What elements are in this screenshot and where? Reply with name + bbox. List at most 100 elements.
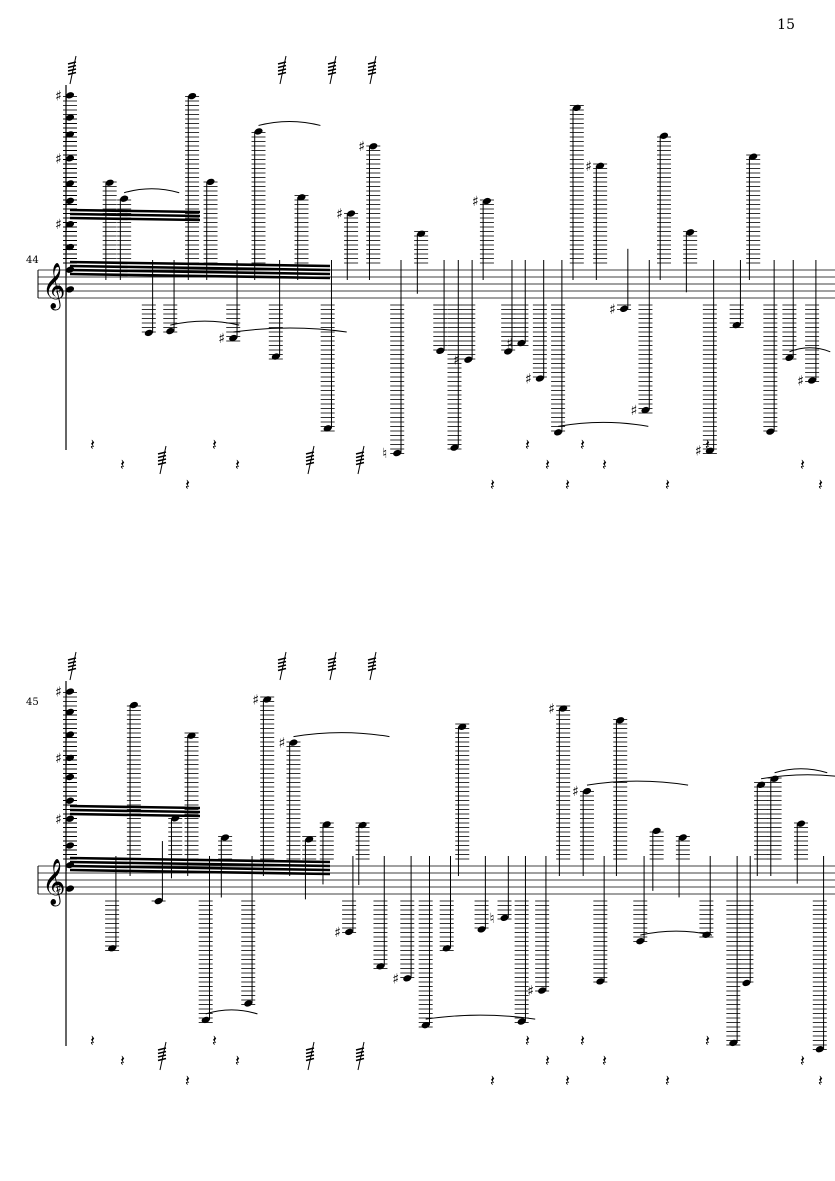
natural-accidental: ♮ bbox=[382, 446, 387, 462]
tie-arc bbox=[170, 320, 240, 326]
tremolo-slash bbox=[367, 657, 377, 661]
sharp-accidental: ♯ bbox=[278, 736, 285, 752]
tremolo-slash bbox=[355, 458, 365, 462]
sharp-accidental: ♯ bbox=[334, 925, 341, 941]
notehead bbox=[166, 327, 175, 335]
tie-arc bbox=[640, 930, 713, 936]
quarter-rest: 𝄽 bbox=[185, 475, 190, 494]
tremolo-slash bbox=[67, 68, 77, 72]
tremolo-slash bbox=[67, 61, 77, 65]
notehead bbox=[554, 429, 563, 436]
notehead bbox=[322, 821, 331, 828]
quarter-rest: 𝄽 bbox=[580, 435, 585, 454]
tie-arc bbox=[789, 347, 831, 353]
quarter-rest: 𝄽 bbox=[90, 435, 95, 454]
notehead bbox=[464, 356, 473, 363]
beam bbox=[69, 868, 331, 876]
sharp-accidental: ♯ bbox=[525, 371, 532, 387]
tremolo-slash bbox=[355, 1057, 365, 1062]
sharp-accidental: ♯ bbox=[695, 444, 702, 460]
quarter-rest: 𝄽 bbox=[90, 1031, 95, 1050]
system-2: 𝄞♯♯♯♯♯♯♯♯♮♯♯♯𝄽𝄽𝄽𝄽𝄽𝄽𝄽𝄽𝄽𝄽𝄽𝄽𝄽𝄽𝄽 bbox=[37, 651, 835, 1090]
notehead bbox=[144, 329, 153, 337]
sharp-accidental: ♯ bbox=[358, 139, 365, 155]
tremolo-slash bbox=[327, 660, 337, 665]
sharp-accidental: ♯ bbox=[453, 353, 460, 369]
tie-arc bbox=[258, 120, 321, 126]
beam bbox=[69, 268, 331, 276]
notehead bbox=[323, 425, 332, 432]
tremolo-slash bbox=[355, 454, 365, 459]
tremolo-slash bbox=[327, 61, 337, 65]
notehead bbox=[154, 897, 163, 905]
notehead bbox=[421, 1021, 430, 1029]
quarter-rest: 𝄽 bbox=[235, 455, 240, 474]
beam bbox=[69, 212, 201, 218]
quarter-rest: 𝄽 bbox=[212, 435, 217, 454]
tremolo-slash bbox=[277, 61, 287, 65]
sharp-accidental: ♯ bbox=[548, 702, 555, 718]
notehead bbox=[766, 428, 775, 435]
sharp-accidental: ♯ bbox=[585, 159, 592, 175]
system-1: 𝄞♯♯♯♯♯♯♯♮♯♯♯♯♯♯♯♯♯𝄽𝄽𝄽𝄽𝄽𝄽𝄽𝄽𝄽𝄽𝄽𝄽𝄽𝄽𝄽 bbox=[37, 55, 835, 494]
notehead bbox=[65, 197, 75, 204]
measure-number-45: 45 bbox=[26, 697, 39, 708]
tie-arc bbox=[123, 188, 180, 194]
sharp-accidental: ♯ bbox=[472, 194, 479, 210]
notehead bbox=[65, 708, 75, 716]
tremolo-slash bbox=[277, 71, 287, 76]
quarter-rest: 𝄽 bbox=[235, 1051, 240, 1070]
notehead bbox=[458, 723, 467, 730]
notehead bbox=[65, 773, 75, 781]
notehead bbox=[641, 406, 650, 414]
notehead bbox=[686, 229, 695, 236]
notehead bbox=[636, 937, 645, 945]
notehead bbox=[297, 194, 306, 201]
tremolo-slash bbox=[355, 451, 365, 455]
notehead bbox=[187, 732, 196, 739]
sharp-accidental: ♯ bbox=[55, 151, 62, 167]
quarter-rest: 𝄽 bbox=[665, 1071, 670, 1090]
quarter-rest: 𝄽 bbox=[602, 1051, 607, 1070]
tremolo-slash bbox=[305, 461, 315, 466]
tremolo-slash bbox=[157, 1050, 167, 1055]
notehead bbox=[201, 1016, 210, 1024]
beam bbox=[69, 216, 201, 222]
notehead bbox=[393, 449, 402, 457]
notehead bbox=[403, 975, 412, 982]
treble-clef: 𝄞 bbox=[42, 859, 66, 907]
notehead bbox=[120, 195, 129, 202]
quarter-rest: 𝄽 bbox=[665, 475, 670, 494]
tremolo-slash bbox=[327, 664, 337, 668]
notehead bbox=[229, 334, 238, 342]
sharp-accidental: ♯ bbox=[55, 685, 62, 701]
tremolo-slash bbox=[277, 667, 287, 672]
tie-arc bbox=[558, 421, 649, 427]
tremolo-slash bbox=[157, 451, 167, 455]
tremolo-slash bbox=[367, 667, 377, 672]
tremolo-slash bbox=[277, 64, 287, 69]
notehead bbox=[538, 987, 547, 994]
quarter-rest: 𝄽 bbox=[545, 455, 550, 474]
notehead bbox=[417, 230, 426, 237]
tie-arc bbox=[293, 732, 390, 738]
notehead bbox=[271, 353, 280, 360]
quarter-rest: 𝄽 bbox=[490, 475, 495, 494]
tremolo-slash bbox=[305, 1047, 315, 1051]
measure-number-44: 44 bbox=[26, 255, 39, 266]
notehead bbox=[65, 114, 75, 121]
tremolo-slash bbox=[305, 451, 315, 455]
notehead bbox=[346, 210, 356, 217]
quarter-rest: 𝄽 bbox=[565, 1071, 570, 1090]
quarter-rest: 𝄽 bbox=[120, 455, 125, 474]
beam bbox=[69, 860, 331, 868]
notehead bbox=[65, 180, 75, 187]
notehead bbox=[188, 92, 197, 100]
notehead bbox=[65, 243, 75, 251]
notehead bbox=[616, 717, 625, 724]
tremolo-slash bbox=[327, 64, 337, 69]
notehead bbox=[785, 354, 794, 361]
notehead bbox=[65, 221, 75, 228]
tie-arc bbox=[760, 774, 835, 780]
